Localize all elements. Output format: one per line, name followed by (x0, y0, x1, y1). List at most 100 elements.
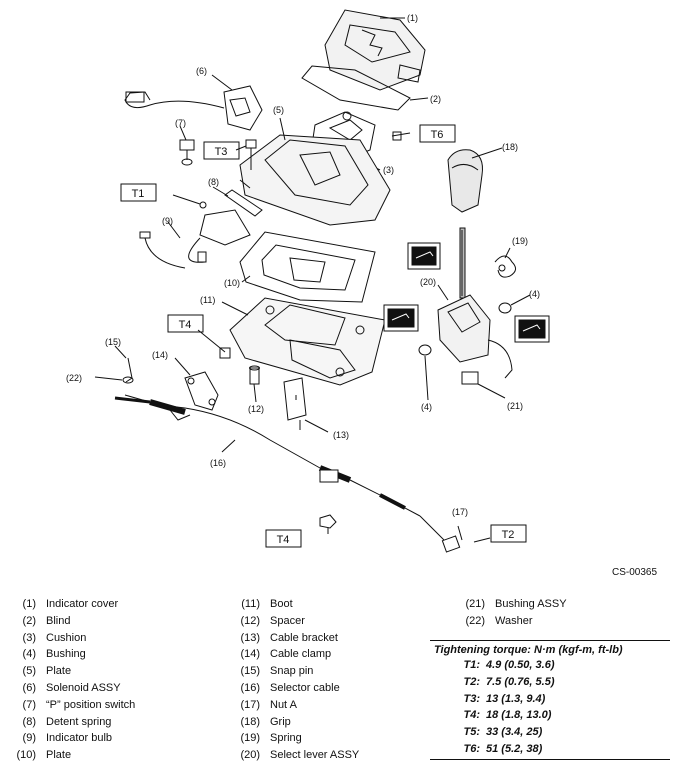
callout-20: (20) (420, 277, 436, 287)
callout-4b: (4) (421, 402, 432, 412)
torque-row: T5:33 (3.4, 25) (430, 724, 670, 741)
snap-pin-washer-part (94, 345, 134, 384)
legend-item: (15) Snap pin (232, 663, 359, 680)
select-lever-rod (459, 227, 466, 299)
legend-item-number: (7) (22, 698, 36, 711)
legend-item-name: Cable clamp (270, 648, 332, 661)
callout-21: (21) (507, 401, 523, 411)
legend-item-number: (17) (240, 698, 260, 711)
legend-item: (7) “P” position switch (8, 697, 136, 714)
legend-column-2: (11)Boot(12)Spacer(13)Cable bracket(14)C… (232, 596, 359, 764)
torque-rule-bottom (430, 758, 670, 760)
torque-value: 13 (1.3, 9.4) (486, 692, 546, 705)
t3-box (203, 141, 240, 160)
legend-item-name: Bushing ASSY (495, 598, 567, 610)
t4-bolt-upper (197, 329, 231, 359)
torque-row: T4:18 (1.8, 13.0) (430, 707, 670, 724)
torque-key: T6: (463, 742, 481, 755)
legend-item-number: (21) (465, 598, 485, 610)
legend-item: (12)Spacer (232, 613, 359, 630)
legend-item-number: (1) (22, 598, 36, 610)
legend-item-name: Select lever ASSY (270, 749, 360, 762)
legend-item-number: (12) (240, 614, 260, 627)
legend-item-number: (4) (22, 648, 36, 661)
callout-8: (8) (208, 177, 219, 187)
legend-item: (9)Indicator bulb (8, 730, 135, 747)
torque-value: 51 (5.2, 38) (486, 742, 543, 755)
legend-item-name: Spring (270, 732, 302, 745)
legend-item-name: Washer (495, 614, 533, 627)
torque-rows: T1: 4.9 (0.50, 3.6) T2: 7.5 (0.76, 5.5) T3:1… (430, 657, 670, 758)
callout-15: (15) (105, 337, 121, 347)
callout-17: (17) (452, 507, 468, 517)
legend-item: (22)Washer (457, 613, 567, 630)
legend-item-number: (20) (240, 749, 260, 762)
callout-19: (19) (512, 236, 528, 246)
legend-item-number: (15) (240, 665, 260, 678)
blind-part (301, 65, 429, 111)
legend-item-number: (14) (240, 648, 260, 661)
legend-item-name: Grip (270, 715, 291, 728)
torque-value: 7.5 (0.76, 5.5) (486, 675, 555, 688)
legend-item: (3)Cushion (8, 630, 135, 647)
grease-symbol-icon (514, 315, 550, 343)
torque-row: T2: 7.5 (0.76, 5.5) (430, 674, 670, 691)
t3-label: T3 (215, 146, 228, 158)
spacer-part (249, 365, 260, 403)
legend-item: (5) Plate (8, 663, 135, 680)
legend-item-name: Indicator cover (46, 598, 119, 610)
torque-value: 33 (3.4, 25) (486, 726, 543, 739)
callout-6: (6) (196, 66, 207, 76)
legend-item-name: Plate (46, 665, 72, 678)
callout-12: (12) (248, 404, 264, 414)
plate-housing-part (239, 117, 391, 226)
legend-item-number: (9) (22, 732, 36, 745)
t4-upper-box (167, 314, 204, 333)
legend-item-number: (16) (240, 681, 260, 694)
cable-clamp-part (174, 357, 219, 411)
boot-part (221, 297, 386, 386)
torque-title: Tightening torque: N·m (kgf-m, ft-lb) (434, 644, 623, 656)
t2-leader (473, 537, 491, 543)
plate-gasket-part (239, 231, 376, 303)
callout-7: (7) (175, 118, 186, 128)
callout-11: (11) (200, 295, 215, 305)
legend-item-name: Snap pin (270, 665, 314, 678)
legend-item-name: Nut A (270, 698, 297, 711)
t6-label: T6 (431, 129, 444, 141)
tightening-torque-table: Tightening torque: N·m (kgf-m, ft-lb) T1… (430, 640, 670, 760)
legend-item: (4) Bushing (8, 646, 135, 663)
legend-item: (2) Blind (8, 613, 135, 630)
indicator-bulb-part (139, 209, 251, 269)
callout-3: (3) (383, 165, 394, 175)
solenoid-assy-part (124, 74, 263, 131)
p-position-switch-part (179, 125, 195, 166)
legend-item-name: Blind (46, 614, 71, 627)
legend-item-name: Bushing (46, 648, 86, 661)
legend-item-number: (2) (22, 614, 36, 627)
legend-item-number: (5) (22, 665, 36, 678)
legend-item-number: (19) (240, 732, 260, 745)
cable-bracket-part (283, 377, 329, 433)
legend-item-number: (8) (22, 715, 36, 728)
torque-key: T2: (463, 675, 481, 688)
legend-item-name: “P” position switch (46, 698, 136, 711)
callout-2: (2) (430, 94, 441, 104)
legend-column-3: (21) Bushing ASSY (22)Washer (457, 596, 567, 630)
t1-box (120, 183, 157, 202)
legend-item: (6)Solenoid ASSY (8, 680, 135, 697)
callout-4a: (4) (529, 289, 540, 299)
torque-value: 18 (1.8, 13.0) (486, 709, 552, 722)
callout-18: (18) (502, 142, 518, 152)
t2-label: T2 (502, 529, 515, 541)
torque-row: T3:13 (1.3, 9.4) (430, 691, 670, 708)
torque-value: 4.9 (0.50, 3.6) (486, 659, 555, 671)
select-lever-assy-part (437, 284, 513, 379)
legend-item: (14) Cable clamp (232, 646, 359, 663)
legend-item-name: Cushion (46, 631, 87, 644)
legend-item-name: Boot (270, 598, 293, 610)
t6-bolt (391, 131, 411, 141)
t6-box (419, 124, 456, 143)
spring-part (494, 247, 516, 278)
torque-key: T1: (463, 659, 481, 671)
